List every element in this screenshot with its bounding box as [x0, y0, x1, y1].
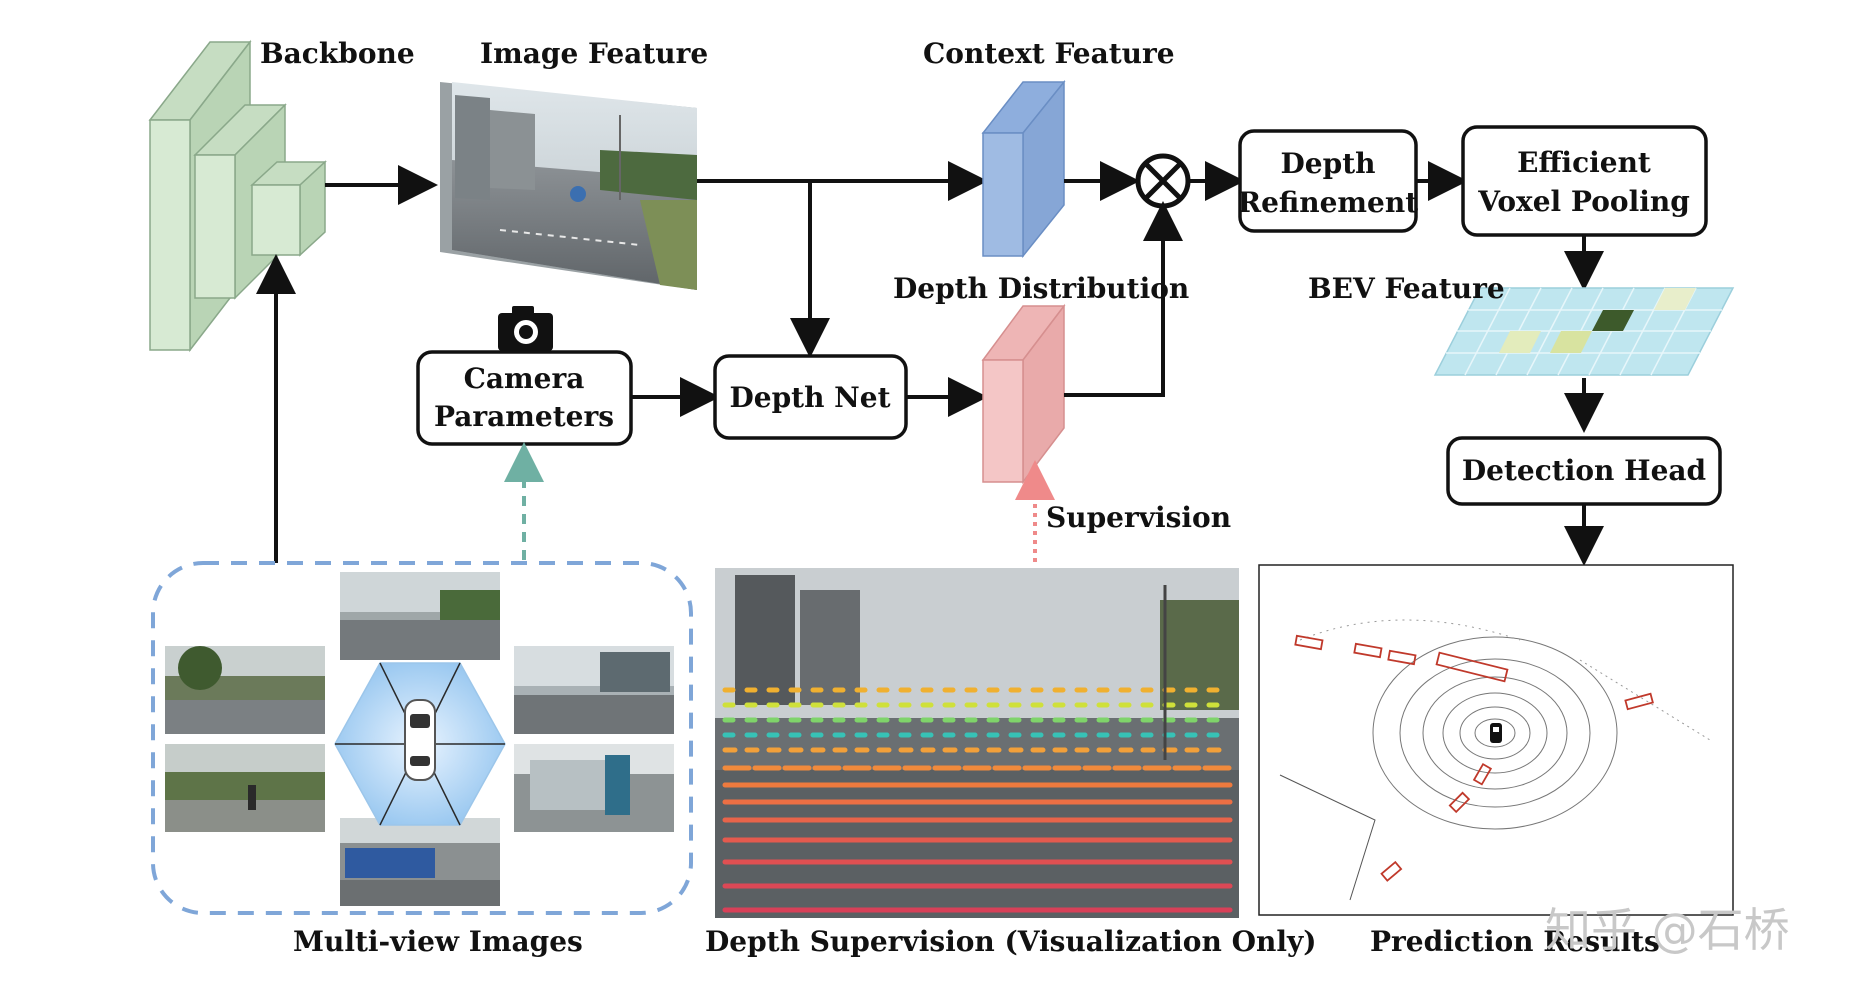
context-feature-block	[981, 79, 1066, 259]
depth-supervision-image	[715, 568, 1239, 918]
arrow-distribution-to-multiply	[1064, 201, 1183, 397]
prediction-results-label: Prediction Results	[1370, 925, 1660, 958]
image-feature-photo	[440, 82, 697, 290]
thumb-back-right	[514, 744, 674, 832]
supervision-label: Supervision	[1046, 501, 1231, 534]
ego-vehicle-icon	[1490, 723, 1502, 743]
bev-feature-label: BEV Feature	[1308, 272, 1505, 305]
depth-refinement-line2: Refinement	[1238, 186, 1418, 219]
image-feature-label: Image Feature	[480, 37, 708, 70]
voxel-pooling-line2: Voxel Pooling	[1477, 185, 1690, 218]
watermark: 知乎 @石桥	[1545, 903, 1790, 957]
car-icon	[404, 699, 436, 781]
thumb-front-left	[165, 646, 325, 734]
backbone-label: Backbone	[260, 37, 415, 70]
lidar-bev-points	[1279, 619, 1711, 901]
detection-boxes	[1294, 634, 1654, 882]
depth-supervision-label: Depth Supervision (Visualization Only)	[705, 925, 1316, 958]
depth-distribution-label: Depth Distribution	[893, 272, 1189, 305]
camera-icon	[498, 306, 553, 351]
multi-view-images-label: Multi-view Images	[293, 925, 583, 958]
depth-distribution-block	[981, 303, 1066, 485]
multi-view-thumbnails	[165, 572, 674, 906]
multiply-operator-icon	[1135, 153, 1191, 209]
detection-head-text: Detection Head	[1462, 454, 1706, 487]
voxel-pooling-box	[1461, 125, 1708, 237]
multi-view-images-panel	[151, 561, 693, 915]
context-feature-label: Context Feature	[923, 37, 1175, 70]
depth-net-text: Depth Net	[729, 381, 890, 414]
thumb-back	[340, 818, 500, 906]
camera-parameters-line1: Camera	[464, 362, 585, 395]
thumb-front-right	[514, 646, 674, 734]
camera-parameters-line2: Parameters	[434, 400, 614, 433]
backbone-blocks	[148, 39, 327, 353]
depth-refinement-line1: Depth	[1281, 147, 1376, 180]
thumb-back-left	[165, 744, 325, 832]
voxel-pooling-line1: Efficient	[1517, 146, 1651, 179]
bev-feature-grid	[1433, 287, 1735, 376]
thumb-front	[340, 572, 500, 660]
